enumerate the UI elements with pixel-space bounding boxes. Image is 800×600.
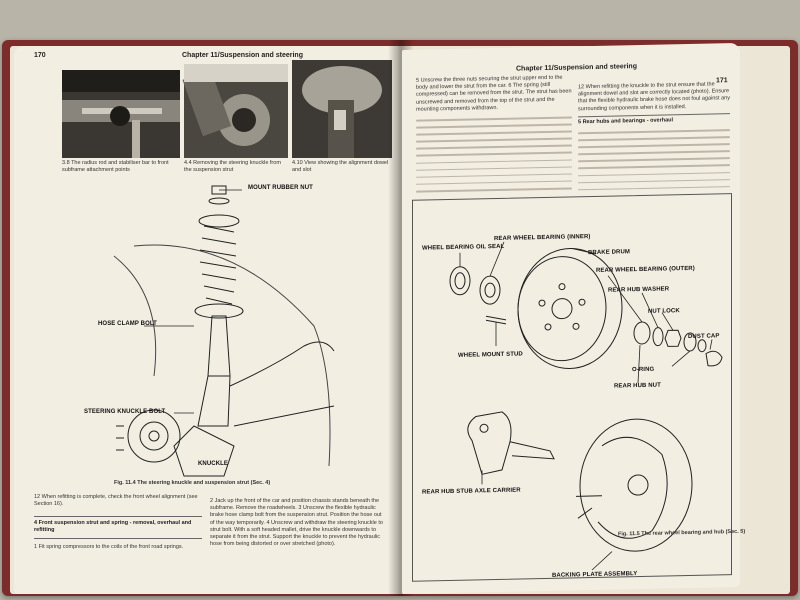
label-o-ring: O-RING [632,366,655,374]
label-brake-drum: BRAKE DRUM [588,249,630,257]
right-page: Chapter 11/Suspension and steering 171 5… [402,42,745,594]
left-col2-text: 2 Jack up the front of the car and posit… [210,498,383,548]
label-steering-knuckle-bolt: STEERING KNUCKLE BOLT [84,409,166,415]
photo-knuckle-removal [182,64,288,158]
right-top-left-text: 5 Unscrew the three nuts securing the st… [416,74,572,113]
photo-alignment-dowel-caption: 4.10 View showing the alignment dowel an… [292,160,389,173]
label-backing-plate: BACKING PLATE ASSEMBLY [552,571,638,579]
left-page: 170 Chapter 11/Suspension and steering 3… [14,46,398,594]
left-section-heading: 4 Front suspension strut and spring - re… [34,520,192,534]
photo-radius-rod-image [62,70,180,158]
right-top-right-text: 12 When refitting the knuckle to the str… [578,81,730,112]
photo-radius-rod-caption: 3.8 The radius rod and stabiliser bar to… [62,160,169,173]
right-section-heading: 5 Rear hubs and bearings - overhaul [578,117,674,126]
label-dust-cap: DUST CAP [688,333,720,341]
label-mount-rubber-nut: MOUNT RUBBER NUT [248,185,313,191]
left-figure-caption: Fig. 11.4 The steering knuckle and suspe… [114,480,271,486]
left-section-rule-2 [34,538,202,539]
label-nut-lock: NUT LOCK [648,308,680,315]
left-para-12: 12 When refitting is complete, check the… [34,494,198,508]
left-section-rule [34,516,202,517]
label-hub-nut: REAR HUB NUT [614,382,661,390]
photo-alignment-dowel [292,60,392,158]
right-top-left-text-lines [416,116,572,197]
photo-radius-rod [62,70,180,158]
left-step-1: 1 Fit spring compressors to the coils of… [34,544,184,550]
rear-hub-diagram [449,241,723,571]
front-strut-diagram [113,185,335,477]
right-top-right-text-lines [578,129,730,196]
right-page-header: Chapter 11/Suspension and steering [516,63,637,73]
photo-alignment-dowel-image [292,60,392,158]
photo-knuckle-removal-image [182,64,288,158]
photo-knuckle-removal-caption: 4.4 Removing the steering knuckle from t… [184,160,281,173]
left-page-number: 170 [34,52,46,59]
label-washer: REAR HUB WASHER [608,286,670,294]
label-hose-clamp-bolt: HOSE CLAMP BOLT [98,321,157,327]
left-page-header: Chapter 11/Suspension and steering [182,52,303,59]
label-knuckle: KNUCKLE [198,461,229,467]
